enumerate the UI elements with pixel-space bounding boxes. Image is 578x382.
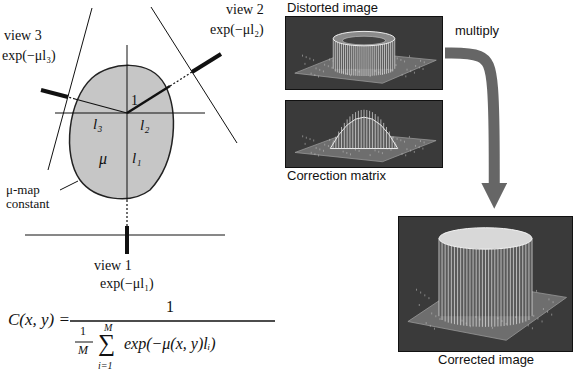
plot-panel: Correction matrix <box>285 100 443 184</box>
diagram-label: μ-map constant <box>6 183 64 212</box>
diagram-label: l₂ <box>140 117 149 134</box>
projection-bar <box>41 90 68 97</box>
ray-dotted <box>170 72 192 86</box>
multiply-arrow <box>445 53 494 188</box>
diagram-label: exp(−μl₃) <box>2 48 56 63</box>
diagram-label: exp(−μl₂) <box>210 22 264 37</box>
panel-caption: Distorted image <box>287 0 378 16</box>
ray-line <box>127 45 128 200</box>
projection-bar <box>125 226 129 254</box>
fraction-bar <box>70 320 275 321</box>
leader-line <box>60 181 78 190</box>
panel-caption: Corrected image <box>438 352 534 368</box>
formula-part: exp(−μ(x, y)lᵢ) <box>124 335 216 353</box>
diagram-label: 1 <box>131 93 138 108</box>
formula-part: 1 <box>80 325 86 338</box>
diagram-label: view 2 <box>226 2 264 17</box>
diagram-label: view 3 <box>4 28 42 43</box>
formula-part: ∑ <box>98 330 115 356</box>
detector-line <box>48 8 92 170</box>
projection-bar <box>192 54 221 72</box>
diagram-label: l₁ <box>132 150 141 167</box>
ray-dotted <box>68 97 75 99</box>
surface-plot <box>399 217 572 351</box>
formula-part: 1 <box>166 298 174 316</box>
fraction-bar <box>75 342 93 343</box>
formula-part: M <box>78 344 88 357</box>
diagram-label: l₃ <box>93 116 102 133</box>
surface-plot <box>286 101 442 167</box>
surface-plot <box>286 17 442 89</box>
ray-line <box>127 86 170 113</box>
plot-panel: Distorted image <box>285 0 443 90</box>
formula-part: i=1 <box>98 360 113 371</box>
plot-frame <box>285 16 443 90</box>
edge-label: multiply <box>453 23 501 38</box>
object-outline <box>70 65 174 198</box>
plot-panel: Corrected image <box>398 216 573 368</box>
ray-line <box>75 99 127 113</box>
diagram-label: view 1 <box>94 258 132 273</box>
panel-caption: Correction matrix <box>287 168 386 184</box>
plot-frame <box>398 216 573 352</box>
diagram-label: μ <box>99 150 107 168</box>
crosshair-line <box>55 113 205 114</box>
diagram-label: exp(−μl₁) <box>100 276 154 291</box>
plot-frame <box>285 100 443 168</box>
formula-part: C(x, y) = <box>8 311 70 330</box>
